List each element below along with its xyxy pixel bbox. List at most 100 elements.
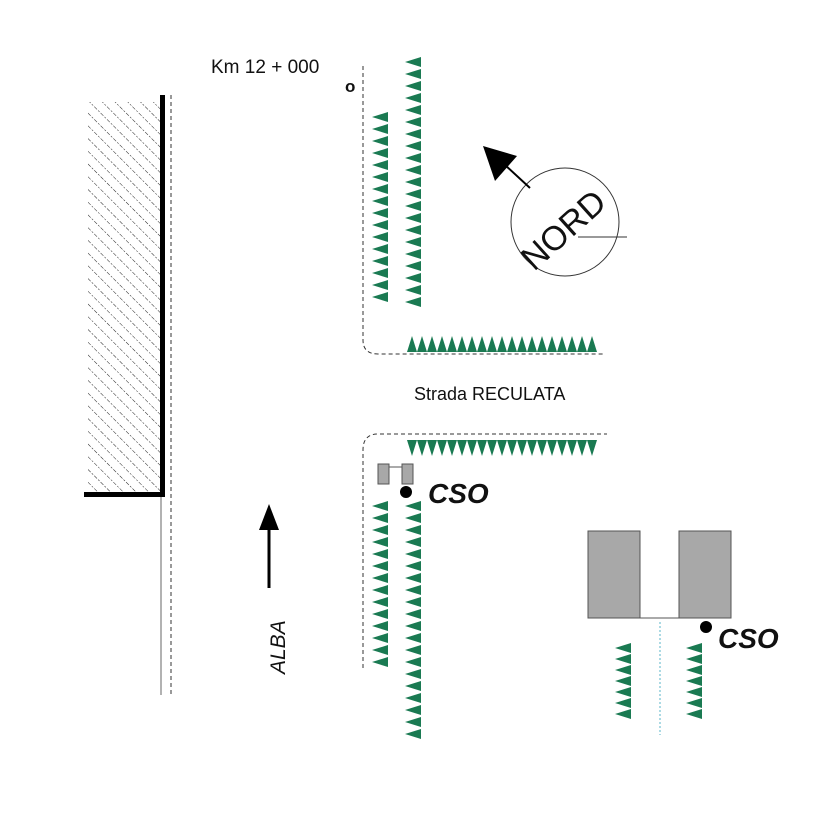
tree-icon [372, 220, 388, 230]
tree-icon [686, 665, 702, 675]
left-road-edges [160, 95, 172, 695]
tree-icon [372, 232, 388, 242]
tree-icon [405, 129, 421, 139]
tree-icon [417, 440, 427, 456]
tree-icon [405, 69, 421, 79]
tree-icon [372, 597, 388, 607]
tree-icon [507, 336, 517, 352]
tree-icon [405, 693, 421, 703]
tree-icon [447, 336, 457, 352]
tree-icon [557, 440, 567, 456]
tree-icon [547, 336, 557, 352]
tree-icon [537, 336, 547, 352]
tree-icon [567, 336, 577, 352]
tree-icon [405, 261, 421, 271]
tree-icon [405, 537, 421, 547]
tree-icon [615, 676, 631, 686]
tree-icon [437, 336, 447, 352]
tree-icon [372, 172, 388, 182]
tree-icon [405, 105, 421, 115]
tree-icon [405, 549, 421, 559]
tree-icon [405, 705, 421, 715]
tree-icon [405, 213, 421, 223]
tree-icon [372, 501, 388, 511]
km-marker-label: Km 12 + 000 [211, 57, 319, 78]
north-arrow-icon [483, 146, 517, 181]
tree-icon [405, 93, 421, 103]
tree-icon [372, 657, 388, 667]
tree-icon [405, 141, 421, 151]
tree-icon [527, 336, 537, 352]
tree-icon [405, 585, 421, 595]
tree-icon [487, 336, 497, 352]
tree-icon [405, 729, 421, 739]
tree-icon [405, 681, 421, 691]
tree-rows [372, 57, 702, 739]
tree-icon [577, 336, 587, 352]
direction-arrow: ALBA [259, 504, 290, 676]
tree-icon [517, 440, 527, 456]
tree-icon [686, 698, 702, 708]
tree-icon [405, 201, 421, 211]
tree-icon [372, 268, 388, 278]
tree-icon [405, 501, 421, 511]
tree-icon [405, 621, 421, 631]
tree-icon [405, 525, 421, 535]
direction-label: ALBA [267, 620, 290, 676]
tree-icon [372, 525, 388, 535]
tree-icon [405, 633, 421, 643]
tree-icon [372, 136, 388, 146]
tree-icon [487, 440, 497, 456]
tree-icon [405, 645, 421, 655]
tree-icon [372, 537, 388, 547]
tree-icon [405, 513, 421, 523]
cso-point-1 [400, 486, 412, 498]
tree-icon [372, 160, 388, 170]
hatched-block [84, 95, 165, 497]
tree-icon [517, 336, 527, 352]
tree-icon [372, 208, 388, 218]
tree-icon [405, 657, 421, 667]
road-name-label: Strada RECULATA [414, 384, 565, 404]
tree-icon [615, 698, 631, 708]
tree-icon [405, 165, 421, 175]
tree-icon [477, 336, 487, 352]
tree-icon [547, 440, 557, 456]
tree-icon [467, 336, 477, 352]
cso-point-2 [700, 621, 712, 633]
tree-icon [405, 189, 421, 199]
tree-icon [405, 573, 421, 583]
tree-icon [615, 687, 631, 697]
tree-icon [457, 440, 467, 456]
tree-icon [587, 336, 597, 352]
large-building-pair [587, 530, 732, 735]
tree-icon [686, 676, 702, 686]
tree-icon [372, 112, 388, 122]
tree-icon [372, 244, 388, 254]
up-arrow-icon [259, 504, 279, 530]
tree-icon [407, 336, 417, 352]
tree-icon [686, 643, 702, 653]
tree-icon [467, 440, 477, 456]
tree-icon [557, 336, 567, 352]
tree-icon [372, 585, 388, 595]
tree-icon [372, 280, 388, 290]
tree-icon [407, 440, 417, 456]
tree-icon [372, 292, 388, 302]
tree-icon [587, 440, 597, 456]
tree-icon [537, 440, 547, 456]
tree-icon [405, 669, 421, 679]
tree-icon [372, 549, 388, 559]
north-compass: NORD [483, 146, 627, 278]
tree-icon [615, 643, 631, 653]
tree-icon [372, 196, 388, 206]
tree-icon [372, 573, 388, 583]
tree-icon [615, 709, 631, 719]
tree-icon [615, 654, 631, 664]
tree-icon [372, 561, 388, 571]
tree-icon [405, 117, 421, 127]
tree-icon [577, 440, 587, 456]
cso-label-2: CSO [718, 623, 779, 654]
tree-icon [405, 249, 421, 259]
